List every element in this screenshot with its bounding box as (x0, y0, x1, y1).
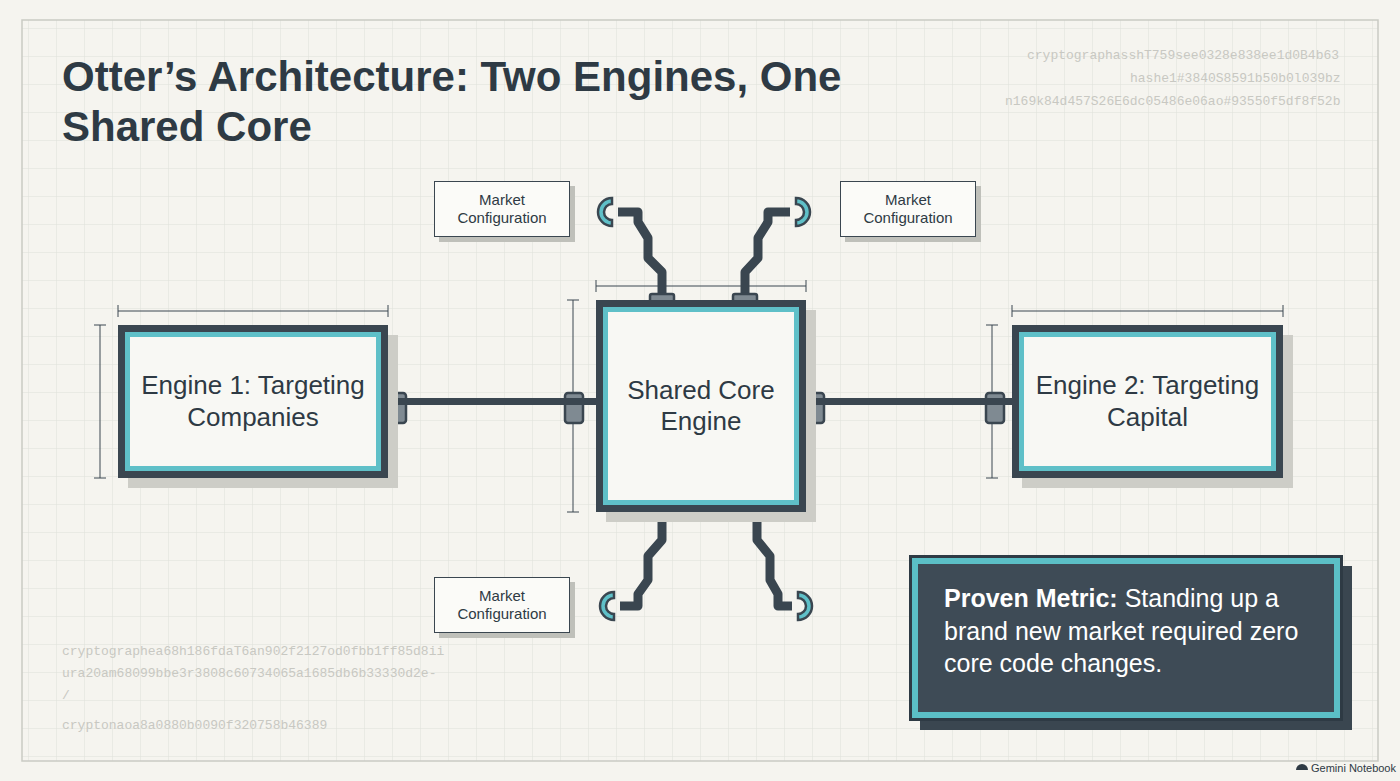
connector (806, 398, 1012, 405)
node-label: Market Configuration (445, 587, 559, 623)
market-config-box: Market Configuration (434, 577, 570, 633)
notebook-icon (1296, 764, 1308, 770)
dimension-lines (94, 280, 1283, 512)
node-label: Engine 2: Targeting Capital (1035, 370, 1260, 432)
core-engine-box: Shared Core Engine (596, 300, 806, 512)
market-config-box: Market Configuration (840, 181, 976, 237)
engine-box: Engine 2: Targeting Capital (1012, 325, 1283, 478)
brand-watermark: Gemini Notebook (1311, 762, 1396, 774)
engine-box: Engine 1: Targeting Companies (118, 325, 388, 478)
connector (388, 398, 596, 405)
hash-watermark: cryptographea68h186fdaT6an902f2127od0fbb… (62, 644, 444, 659)
metric-callout: Proven Metric:Standing up a brand new ma… (912, 558, 1340, 718)
node-label: Shared Core Engine (619, 375, 783, 437)
title: Otter’s Architecture: Two Engines, One S… (62, 52, 962, 153)
market-config-box: Market Configuration (434, 181, 570, 237)
hash-watermark: n169k84d457S26E6dc05486e06ao#93550f5df8f… (1005, 94, 1340, 109)
hash-watermark: ura20am68099bbe3r3808c60734065a1685db6b3… (62, 666, 436, 681)
node-label: Engine 1: Targeting Companies (141, 370, 365, 432)
hash-watermark: cryptonaoa8a0880b0090f320758b46389 (62, 718, 327, 733)
hash-watermark: cryptographasshT759see0328e838ee1d0B4b63 (1027, 48, 1339, 63)
node-label: Market Configuration (851, 191, 965, 227)
hash-watermark: / (62, 688, 70, 703)
node-label: Market Configuration (445, 191, 559, 227)
hash-watermark: hashe1#3840S8591b50b0l039bz (1130, 71, 1341, 86)
callout-heading: Proven Metric: (944, 584, 1118, 612)
grid-frame (22, 20, 1378, 761)
